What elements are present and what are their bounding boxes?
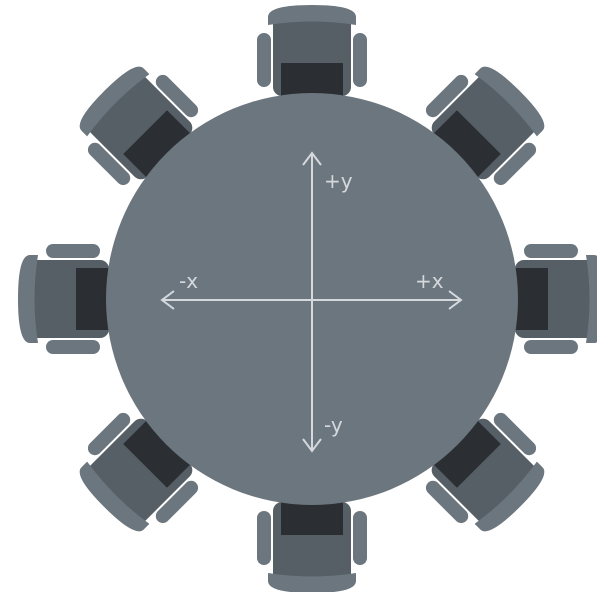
chair-armrest: [257, 511, 271, 565]
chair-seat: [76, 268, 110, 330]
chair-bottom: [257, 501, 367, 592]
neg-x-label: -x: [179, 269, 198, 293]
chair-armrest: [46, 340, 100, 354]
chair-armrest: [353, 33, 367, 87]
chair-armrest: [524, 244, 578, 258]
neg-y-label: -y: [324, 413, 343, 437]
chair-top: [257, 5, 367, 97]
chair-armrest: [46, 244, 100, 258]
chair-seat: [514, 268, 548, 330]
chair-armrest: [257, 33, 271, 87]
chair-right: [514, 244, 597, 354]
chair-armrest: [353, 511, 367, 565]
chair-seat: [281, 63, 343, 97]
chair-left: [18, 244, 110, 354]
pos-x-label: +x: [415, 269, 444, 293]
pos-y-label: +y: [324, 169, 353, 193]
chair-seat: [281, 501, 343, 535]
chair-armrest: [524, 340, 578, 354]
